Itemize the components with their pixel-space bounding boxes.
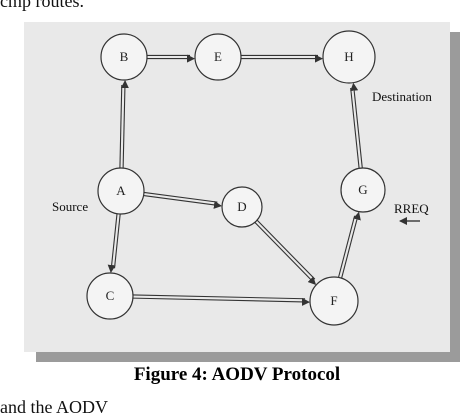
- node-label: F: [330, 293, 337, 308]
- edge-c-f: [132, 294, 310, 306]
- edge-g-h: [350, 82, 363, 169]
- node-b: B: [100, 33, 148, 81]
- node-layer: A B C D E F G H: [86, 30, 386, 326]
- node-c: C: [86, 272, 134, 320]
- node-circle: [86, 272, 134, 320]
- edge-b-e: [147, 54, 195, 63]
- edge-a-c: [107, 213, 121, 273]
- source-label: Source: [52, 199, 88, 214]
- preceding-text-fragment: cmp routes.: [0, 0, 84, 11]
- node-a: A: [97, 167, 145, 215]
- node-circle: [340, 167, 386, 213]
- node-d: D: [221, 186, 263, 228]
- node-circle: [97, 167, 145, 215]
- destination-label: Destination: [372, 89, 432, 104]
- following-text-fragment: and the AODV: [0, 397, 108, 417]
- aodv-diagram: A B C D E F G H Source Destination RREQ: [52, 30, 432, 326]
- node-label: D: [237, 199, 246, 214]
- node-g: G: [340, 167, 386, 213]
- node-circle: [100, 33, 148, 81]
- node-f: F: [309, 276, 359, 326]
- node-label: A: [116, 183, 126, 198]
- figure-caption: Figure 4: AODV Protocol: [133, 364, 341, 385]
- node-circle: [309, 276, 359, 326]
- node-label: C: [106, 288, 115, 303]
- edge-d-f: [254, 219, 317, 285]
- rreq-label: RREQ: [394, 201, 429, 216]
- node-e: E: [194, 33, 242, 81]
- node-circle: [322, 30, 376, 84]
- edge-a-b: [119, 80, 129, 169]
- node-circle: [221, 186, 263, 228]
- node-h: H: [322, 30, 376, 84]
- node-label: H: [344, 49, 353, 64]
- edge-f-g: [337, 211, 361, 279]
- node-label: E: [214, 49, 222, 64]
- edge-a-d: [143, 191, 222, 209]
- edge-layer: [107, 54, 363, 306]
- node-label: G: [358, 182, 367, 197]
- node-label: B: [120, 49, 129, 64]
- node-circle: [194, 33, 242, 81]
- edge-e-h: [241, 54, 323, 63]
